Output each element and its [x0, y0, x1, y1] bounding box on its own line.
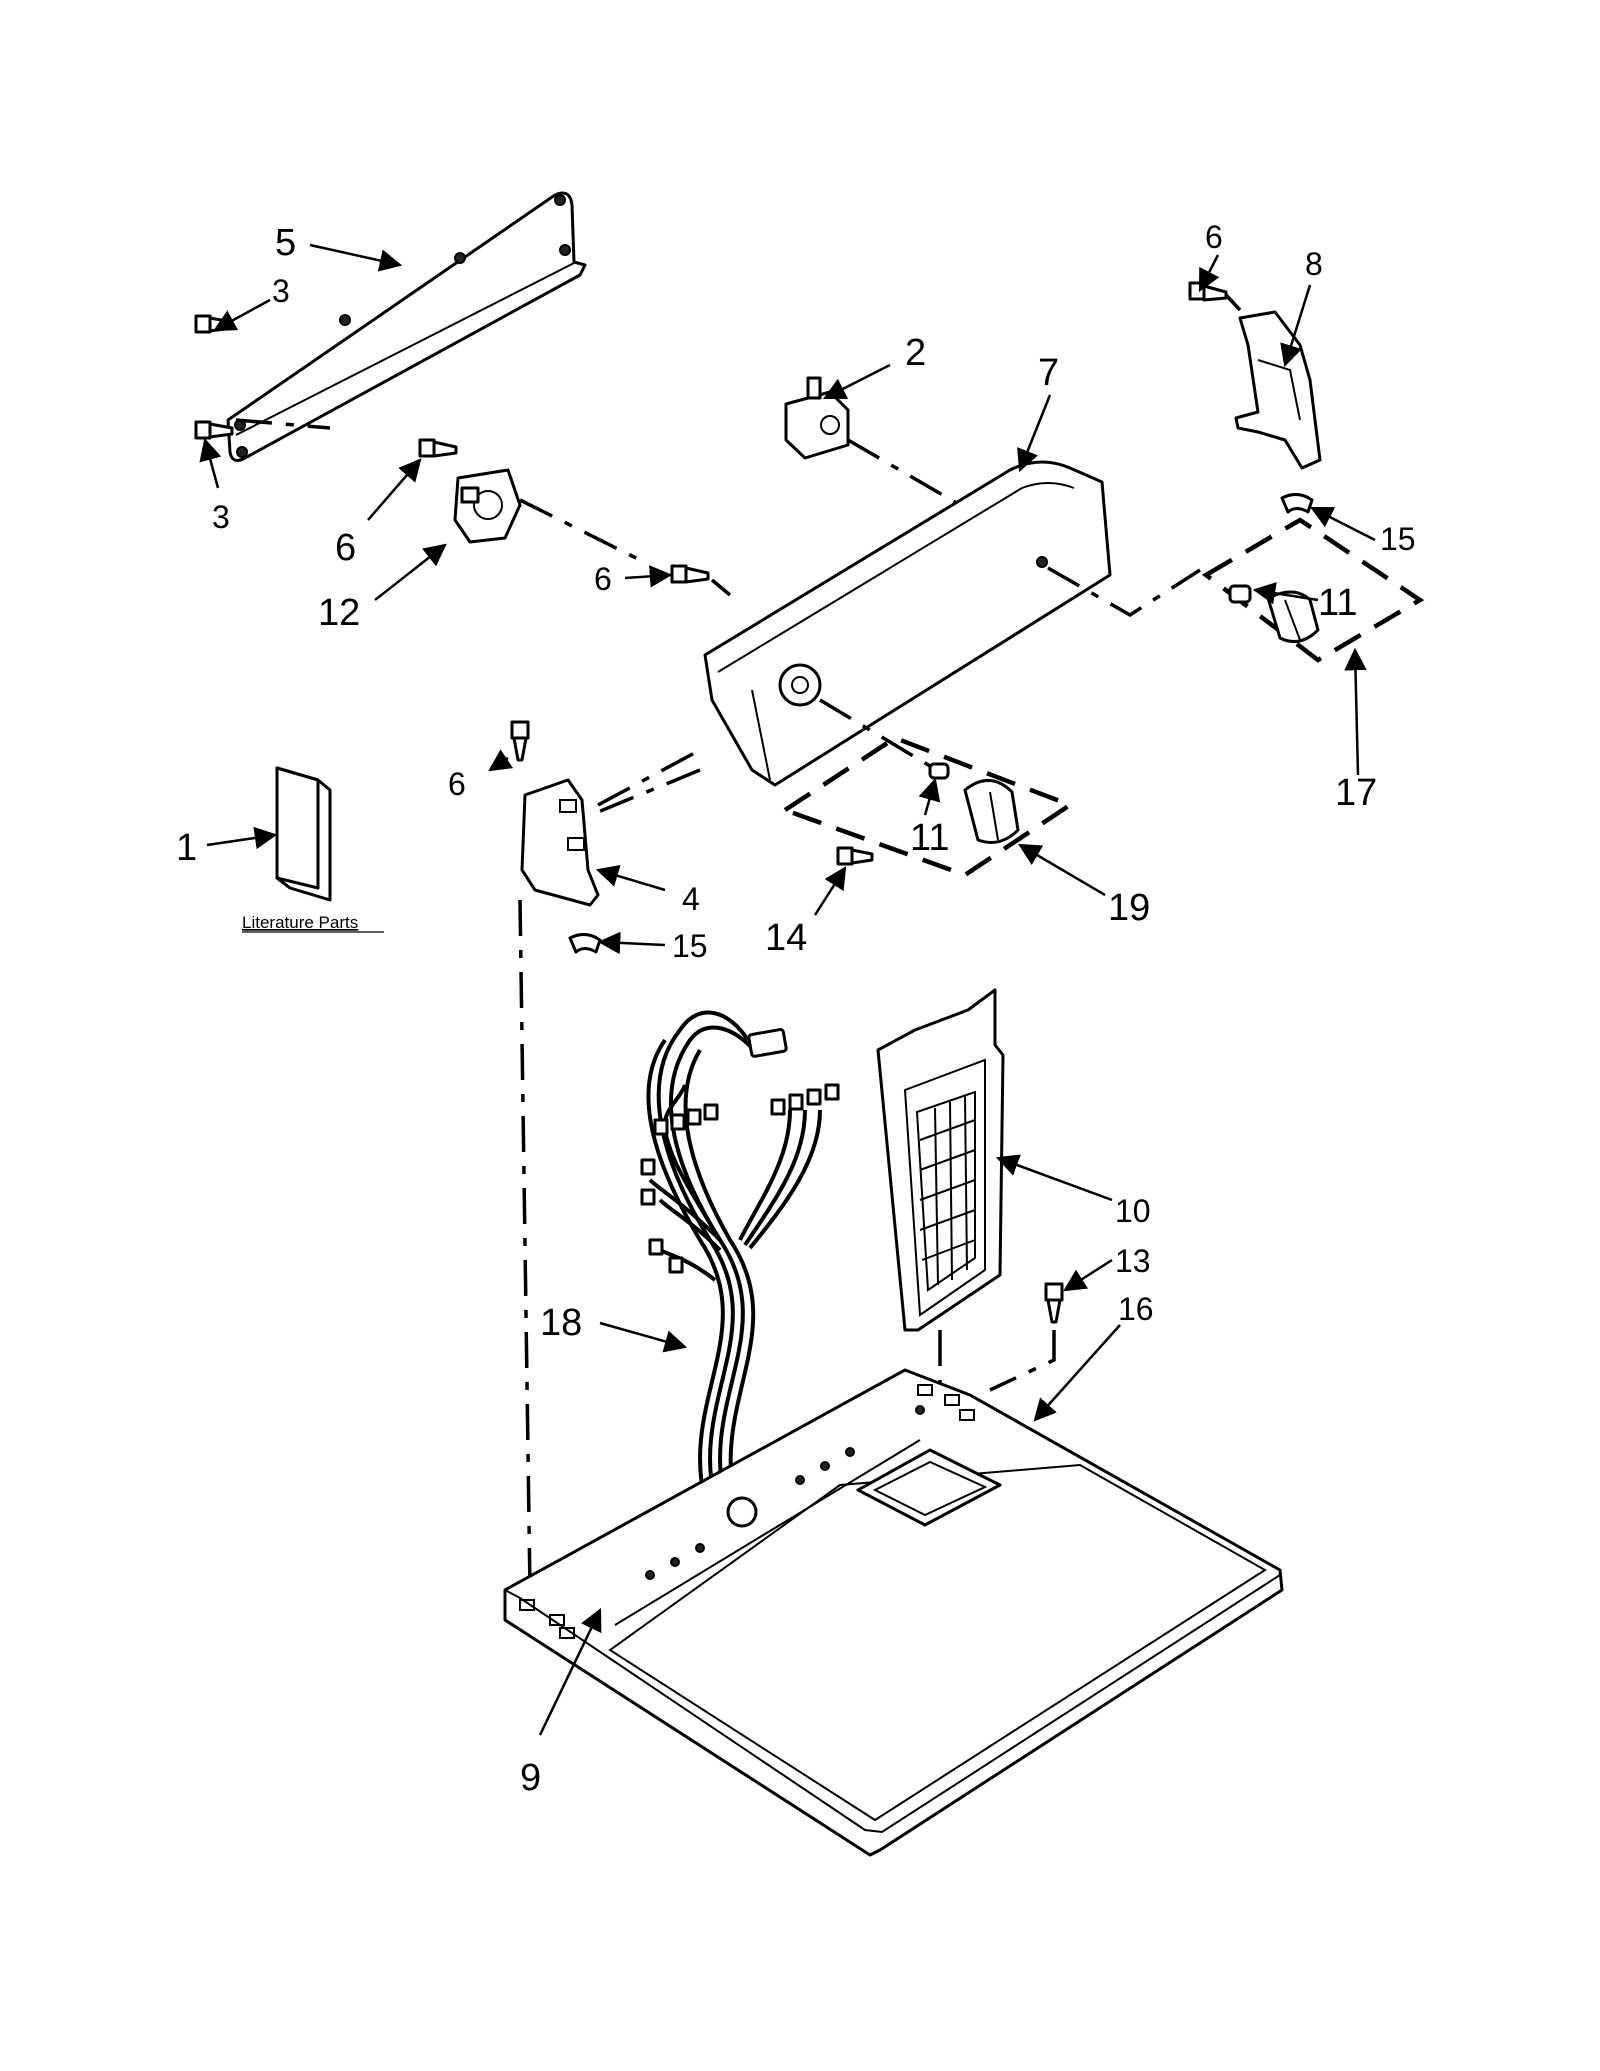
callout-8: 8	[1305, 246, 1323, 282]
callout-4: 4	[682, 881, 700, 917]
screw-part	[510, 720, 530, 762]
literature-part	[275, 766, 332, 902]
screw-part	[194, 420, 234, 440]
callout-15: 15	[1380, 521, 1416, 557]
literature-parts-label: Literature Parts	[242, 913, 358, 932]
callout-9: 9	[520, 1757, 541, 1799]
screw-part	[1188, 281, 1228, 302]
screw-part	[836, 846, 874, 866]
clip-part	[568, 933, 602, 954]
top-panel-part	[503, 1368, 1284, 1857]
callout-labels: 1 2 3 3 4 5 6 6 6 6 7 8 9 10 11 11 12 13…	[176, 219, 1416, 1799]
callout-10: 10	[1115, 1193, 1151, 1229]
leader-lines	[199, 243, 1376, 1736]
callout-17: 17	[1335, 772, 1377, 814]
callout-15: 15	[672, 928, 708, 964]
callout-3: 3	[272, 273, 290, 309]
callout-3: 3	[212, 499, 230, 535]
callout-12: 12	[318, 592, 360, 634]
knob-part	[928, 762, 1020, 844]
switch-part	[784, 376, 850, 460]
callout-6: 6	[448, 766, 466, 802]
screw-part	[1044, 1282, 1064, 1324]
knob-part	[1228, 584, 1320, 644]
callout-14: 14	[765, 917, 807, 959]
console-part	[703, 460, 1112, 787]
rear-panel-part	[226, 191, 587, 462]
wiring-harness-part	[640, 1010, 840, 1501]
lint-screen-part	[876, 988, 1005, 1332]
callout-6: 6	[335, 527, 356, 569]
clip-part	[1280, 493, 1314, 514]
callout-18: 18	[540, 1302, 582, 1344]
screw-part	[670, 564, 710, 584]
callout-1: 1	[176, 827, 197, 869]
side-bracket-part	[520, 778, 600, 907]
callout-19: 19	[1108, 887, 1150, 929]
callout-6: 6	[594, 561, 612, 597]
callout-11: 11	[1318, 582, 1357, 624]
timer-part	[453, 468, 522, 544]
callout-11: 11	[910, 817, 949, 859]
callout-16: 16	[1118, 1291, 1154, 1327]
callout-7: 7	[1038, 352, 1059, 394]
callout-6: 6	[1205, 219, 1223, 255]
callout-13: 13	[1115, 1243, 1151, 1279]
callout-2: 2	[905, 332, 926, 374]
bracket-part	[1234, 310, 1322, 470]
callout-5: 5	[275, 222, 296, 264]
screw-part	[418, 438, 458, 458]
